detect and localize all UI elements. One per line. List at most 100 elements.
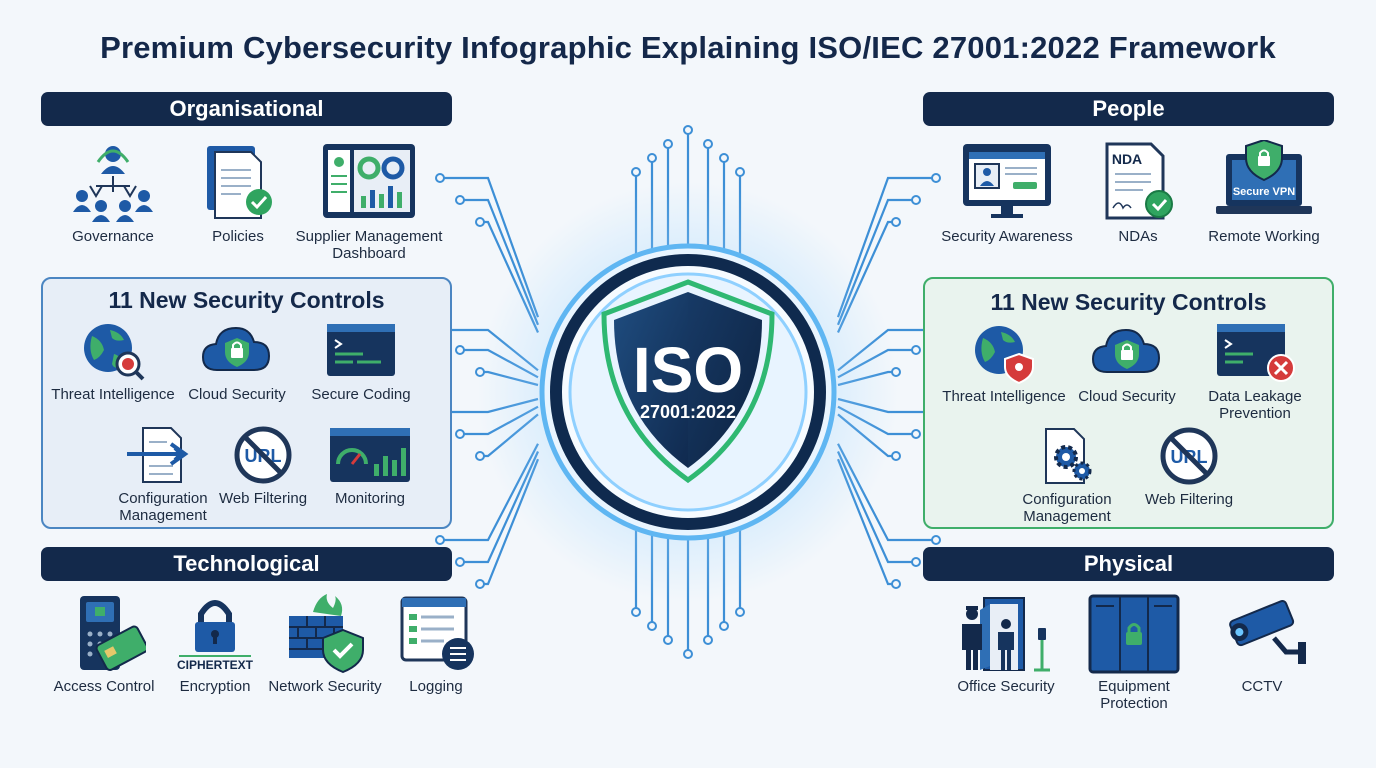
access-control-item: Access Control — [34, 594, 174, 695]
left-config-mgmt-item: Configuration Management — [93, 424, 233, 524]
monitoring-gauge-icon — [330, 428, 410, 482]
iso-standard-label: 27001:2022 — [640, 402, 736, 422]
ndas-label: NDAs — [1118, 228, 1158, 245]
shield-icon — [601, 279, 775, 484]
left-threat-intel-item: Threat Intelligence — [43, 320, 183, 403]
trace-left-8-node — [475, 451, 485, 461]
config-document-icon — [127, 427, 189, 483]
remote-working-label: Remote Working — [1208, 228, 1320, 245]
office-security-label: Office Security — [957, 678, 1055, 695]
left-controls-panel: 11 New Security Controls — [41, 277, 452, 529]
office-security-item: Office Security — [936, 594, 1076, 695]
left-cloud-security-item: Cloud Security — [167, 320, 307, 403]
right-threat-intel-item: Threat Intelligence — [934, 322, 1074, 405]
cloud-lock-icon — [201, 326, 271, 371]
trace-right-11-node — [891, 579, 901, 589]
page-title: Premium Cybersecurity Infographic Explai… — [100, 30, 1276, 65]
url-block-icon: URL — [1160, 427, 1218, 485]
trace-right-8-node — [891, 451, 901, 461]
supplier-management-label: Supplier Management Dashboard — [295, 228, 443, 262]
right-cloud-security-item: Cloud Security — [1057, 322, 1197, 405]
encryption-label: Encryption — [179, 678, 251, 695]
trace-left-10-node — [455, 557, 465, 567]
cctv-item: CCTV — [1192, 594, 1332, 695]
supplier-management-item: Supplier Management Dashboard — [284, 140, 454, 262]
remote-working-item: Secure VPN Remote Working — [1194, 140, 1334, 245]
trace-left-7-node — [455, 429, 465, 439]
code-terminal-icon — [327, 324, 395, 376]
policy-document-icon — [207, 146, 272, 219]
governance-label: Governance — [72, 228, 154, 245]
locker-icon — [1088, 594, 1180, 674]
trace-top-5-node — [719, 153, 729, 163]
left-monitoring-item: Monitoring — [300, 424, 440, 507]
trace-top-3-node — [683, 125, 693, 135]
left-config-mgmt-label: Configuration Management — [118, 490, 208, 524]
policies-label: Policies — [212, 228, 264, 245]
left-cloud-security-label: Cloud Security — [188, 386, 286, 403]
equipment-protection-item: Equipment Protection — [1064, 594, 1204, 712]
right-web-filtering-label: Web Filtering — [1144, 491, 1234, 508]
ndas-item: NDA NDAs — [1068, 140, 1208, 245]
organisational-header: Organisational — [41, 92, 452, 126]
right-dlp-item: Data Leakage Prevention — [1185, 322, 1325, 422]
left-threat-intel-label: Threat Intelligence — [51, 386, 175, 403]
network-security-label: Network Security — [268, 678, 382, 695]
keypad-card-icon — [80, 596, 146, 671]
trace-bottom-6-node — [735, 607, 745, 617]
trace-top-4-node — [703, 139, 713, 149]
trace-left-0-node — [435, 173, 445, 183]
right-config-mgmt-item: Configuration Management — [997, 425, 1137, 525]
trace-left-11-node — [475, 579, 485, 589]
equipment-protection-label: Equipment Protection — [1098, 678, 1170, 712]
url-block-icon: URL — [234, 426, 292, 484]
left-controls-title: 11 New Security Controls — [108, 287, 385, 313]
governance-item: Governance — [43, 140, 183, 245]
terminal-block-icon — [1217, 324, 1295, 382]
trace-top-2-node — [663, 139, 673, 149]
trace-bottom-0-node — [631, 607, 641, 617]
access-control-label: Access Control — [53, 678, 155, 695]
right-controls-panel: 11 New Security Controls — [923, 277, 1334, 529]
encryption-item: CIPHERTEXT Encryption — [145, 594, 285, 695]
policies-item: Policies — [168, 140, 308, 245]
right-dlp-label: Data Leakage Prevention — [1208, 388, 1302, 422]
trace-bottom-4-node — [703, 635, 713, 645]
right-config-mgmt-label: Configuration Management — [1022, 491, 1112, 525]
trace-top-0-node — [631, 167, 641, 177]
trace-top-6-node — [735, 167, 745, 177]
nda-text: NDA — [1112, 151, 1142, 167]
left-web-filtering-item: URL Web Filtering — [193, 424, 333, 507]
cctv-label: CCTV — [1241, 678, 1283, 695]
nda-document-icon: NDA — [1105, 142, 1173, 220]
left-secure-coding-label: Secure Coding — [311, 386, 411, 403]
dashboard-icon — [323, 144, 415, 218]
trace-right-9-node — [931, 535, 941, 545]
logging-item: Logging — [366, 594, 506, 695]
trace-right-2-node — [891, 217, 901, 227]
trace-right-10-node — [911, 557, 921, 567]
guard-door-icon — [962, 597, 1050, 672]
cloud-lock-icon — [1091, 328, 1161, 373]
cctv-camera-icon — [1229, 599, 1306, 664]
trace-right-0-node — [931, 173, 941, 183]
people-header: People — [923, 92, 1334, 126]
governance-icon — [73, 146, 153, 222]
laptop-vpn-icon: Secure VPN — [1216, 140, 1312, 214]
trace-bottom-2-node — [663, 635, 673, 645]
monitor-training-icon — [963, 144, 1051, 218]
padlock-icon: CIPHERTEXT — [177, 600, 254, 672]
globe-bug-icon — [84, 324, 145, 381]
technological-header: Technological — [41, 547, 452, 581]
trace-left-2-node — [475, 217, 485, 227]
right-controls-title: 11 New Security Controls — [990, 289, 1267, 315]
security-awareness-label: Security Awareness — [941, 228, 1073, 245]
network-security-item: Network Security — [255, 594, 395, 695]
security-awareness-item: Security Awareness — [937, 140, 1077, 245]
trace-right-4-node — [911, 345, 921, 355]
trace-left-4-node — [455, 345, 465, 355]
secure-vpn-text: Secure VPN — [1233, 186, 1295, 198]
trace-top-1-node — [647, 153, 657, 163]
left-monitoring-label: Monitoring — [334, 490, 406, 507]
